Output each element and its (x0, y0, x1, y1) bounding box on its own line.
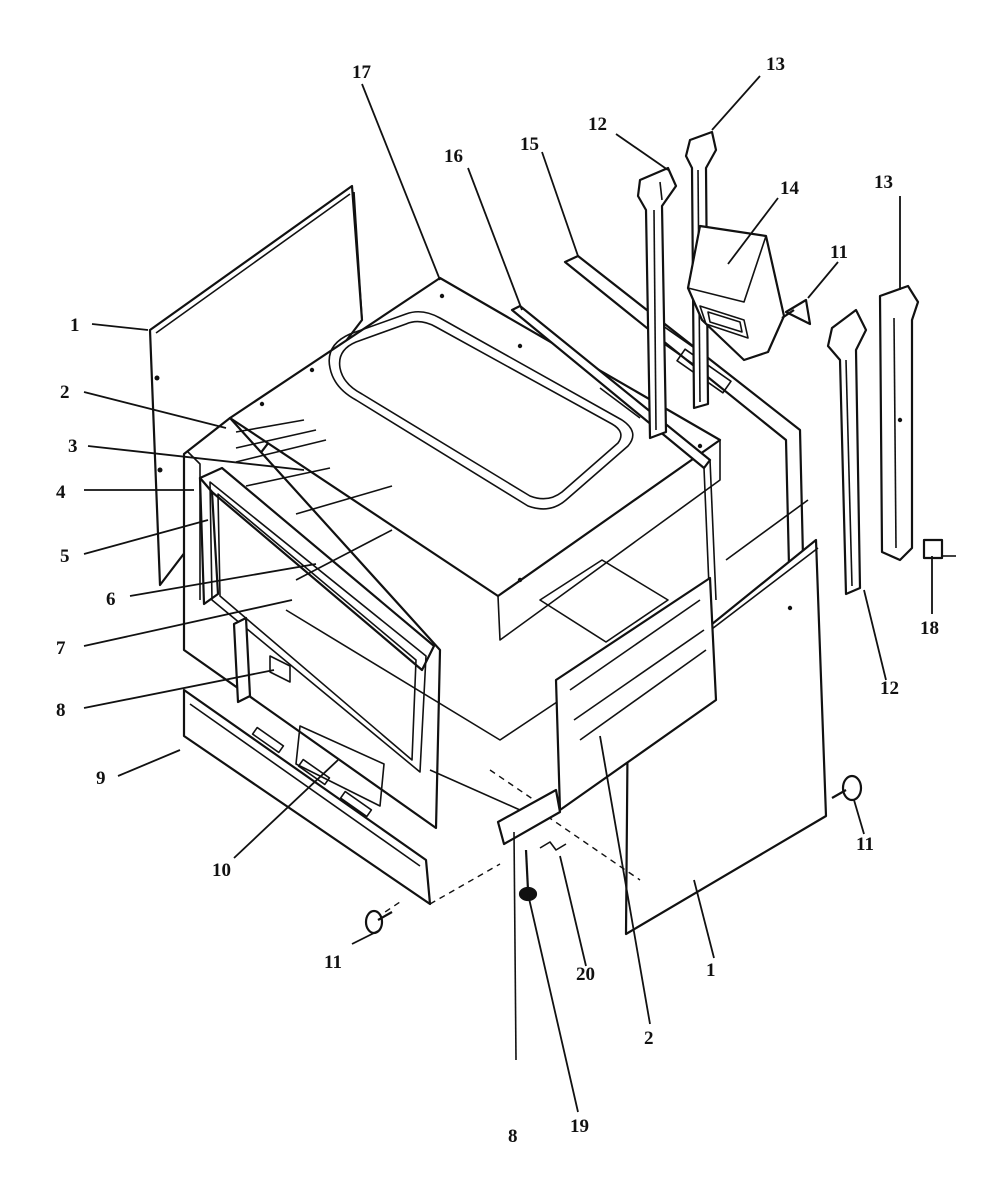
leveling-leg (518, 849, 538, 902)
callout-2-bottom: 2 (644, 1028, 654, 1049)
callout-1-right: 1 (706, 960, 716, 981)
spring-clip (539, 841, 567, 851)
callout-11-front: 11 (324, 952, 342, 973)
callout-6: 6 (106, 589, 116, 610)
clip-bracket (922, 538, 956, 560)
callout-8-left: 8 (56, 700, 66, 721)
right-side-panel (624, 538, 828, 936)
rear-right-brace (826, 308, 868, 596)
control-panel-window (232, 616, 385, 807)
callout-7: 7 (56, 638, 66, 659)
callout-5: 5 (60, 546, 70, 567)
callout-13-top: 13 (766, 54, 785, 75)
callout-19: 19 (570, 1116, 589, 1137)
callout-4: 4 (56, 482, 66, 503)
callout-9: 9 (96, 768, 106, 789)
top-cover-panel (228, 276, 722, 641)
fastener-rear (781, 298, 812, 326)
callout-18: 18 (920, 618, 939, 639)
oven-cavity (235, 419, 561, 811)
callout-12-right: 12 (880, 678, 899, 699)
callout-2-left: 2 (60, 382, 70, 403)
rear-right-channel (878, 284, 920, 562)
callout-11-rear: 11 (830, 242, 848, 263)
callout-13-right: 13 (874, 172, 893, 193)
callout-labels: 1 2 3 4 5 6 7 8 9 10 11 17 16 15 12 13 1… (56, 54, 939, 1147)
callout-14: 14 (780, 178, 800, 199)
callout-11-right: 11 (856, 834, 874, 855)
callout-10: 10 (212, 860, 231, 881)
callout-16: 16 (444, 146, 463, 167)
leader-lines (83, 75, 933, 1113)
callout-3: 3 (68, 436, 78, 457)
leveling-bracket (496, 788, 562, 1061)
callout-17: 17 (352, 62, 372, 83)
lower-body (539, 499, 809, 812)
fastener-right (831, 774, 863, 802)
callout-8-bottom: 8 (508, 1126, 518, 1147)
vent-duct (686, 224, 786, 362)
callout-12-top: 12 (588, 114, 607, 135)
rear-left-brace (636, 166, 678, 440)
callout-20: 20 (576, 964, 595, 985)
callout-15: 15 (520, 134, 539, 155)
callout-1-left: 1 (70, 315, 80, 336)
